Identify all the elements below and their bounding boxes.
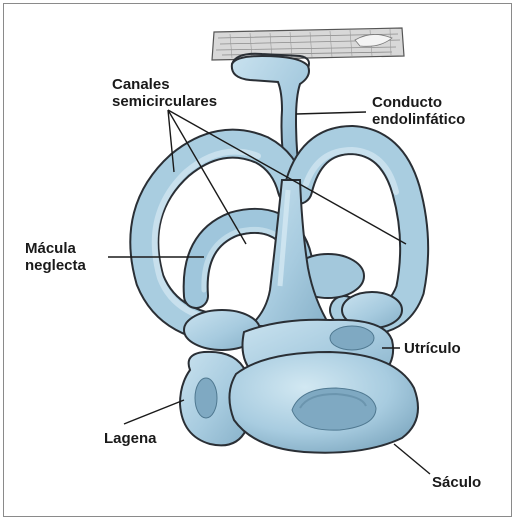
label-conducto-line2: endolinfático: [372, 111, 466, 128]
label-canales-line2: semicirculares: [112, 93, 218, 110]
label-saculo: Sáculo: [432, 474, 482, 491]
leader-lines: [108, 109, 431, 475]
label-macula-line2: neglecta: [25, 257, 86, 274]
endolymphatic-duct: [230, 52, 310, 181]
common-crus: [247, 179, 332, 327]
label-lagena: Lagena: [104, 430, 157, 447]
label-conducto-line1: Conducto: [372, 94, 442, 111]
label-macula-neglecta: Mácula neglecta: [25, 240, 86, 274]
label-macula-line1: Mácula: [25, 240, 76, 257]
skull-bone: [211, 27, 405, 61]
saccule: [228, 350, 419, 454]
label-canales-line1: Canales: [112, 76, 170, 93]
label-conducto-endolinfatico: Conducto endolinfático: [372, 94, 465, 128]
label-canales-semicirculares: Canales semicirculares: [112, 76, 217, 110]
label-utriculo: Utrículo: [404, 340, 461, 357]
